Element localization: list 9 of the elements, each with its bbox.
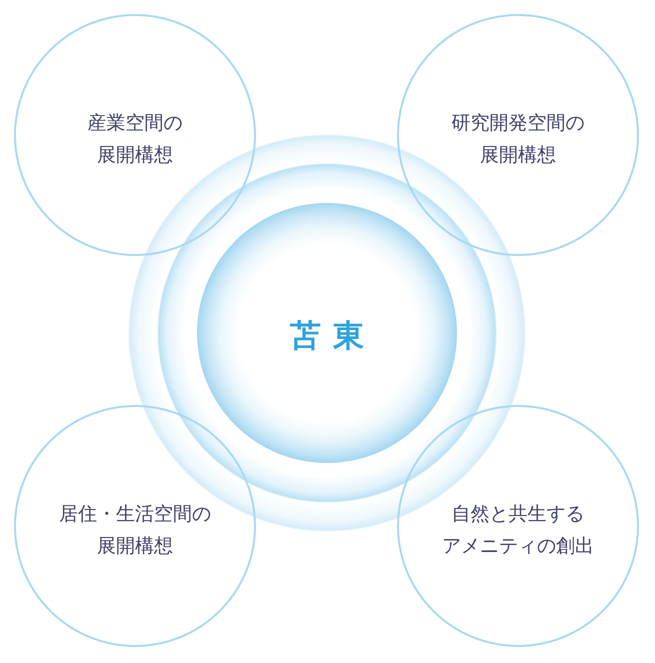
topic-circle [14, 405, 256, 647]
topic-label: 産業空間の展開構想 [88, 111, 182, 168]
topic-circle [397, 14, 639, 256]
topic-label: 自然と共生するアメニティの創出 [442, 502, 594, 559]
topic-circle [14, 14, 256, 256]
topic-circle [397, 405, 639, 647]
hub-label: 苫東 [288, 317, 377, 356]
topic-label: 研究開発空間の展開構想 [452, 111, 584, 168]
topic-label: 居住・生活空間の展開構想 [59, 502, 211, 559]
